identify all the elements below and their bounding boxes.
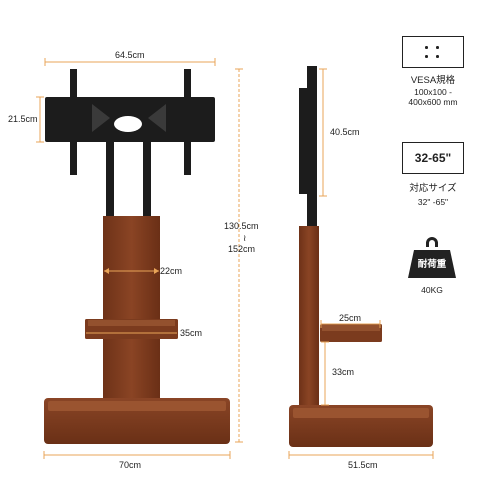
- size-title: 対応サイズ: [409, 183, 457, 194]
- label-side-shelf-height: 33cm: [332, 367, 355, 377]
- label-column-width: 22cm: [160, 266, 183, 276]
- kettlebell-weight-icon: [408, 237, 456, 278]
- vesa-line1: 100x100 -: [414, 87, 452, 97]
- dimension-lines: [36, 58, 434, 459]
- label-base-width: 70cm: [119, 460, 142, 470]
- load-weight-label: 耐荷重: [417, 259, 447, 270]
- label-side-bracket-height: 40.5cm: [330, 127, 360, 137]
- screen-size-box-text: 32-65": [414, 151, 452, 165]
- size-range: 32" -65": [417, 197, 449, 207]
- tv-bracket: [45, 69, 215, 216]
- label-total-height-min: 130.5cm: [224, 221, 259, 231]
- label-side-shelf-depth: 25cm: [339, 313, 362, 323]
- vesa-line2: 400x600 mm: [408, 97, 458, 107]
- side-column: [299, 226, 319, 412]
- label-side-base-depth: 51.5cm: [348, 460, 378, 470]
- label-front-width-top: 64.5cm: [115, 50, 145, 60]
- front-view: [44, 69, 230, 444]
- label-total-height-max: 152cm: [228, 244, 256, 254]
- label-shelf-width: 35cm: [180, 328, 203, 338]
- side-bracket: [307, 66, 317, 226]
- screen-size-box: 32-65": [402, 142, 464, 174]
- side-view: [289, 66, 433, 447]
- front-column: [103, 216, 160, 402]
- label-front-height-top: 21.5cm: [8, 114, 38, 124]
- load-value: 40KG: [421, 285, 443, 295]
- vesa-title: VESA規格: [410, 75, 456, 86]
- label-total-height-sep: ≀: [243, 233, 247, 243]
- vesa-pattern-icon: [402, 36, 464, 68]
